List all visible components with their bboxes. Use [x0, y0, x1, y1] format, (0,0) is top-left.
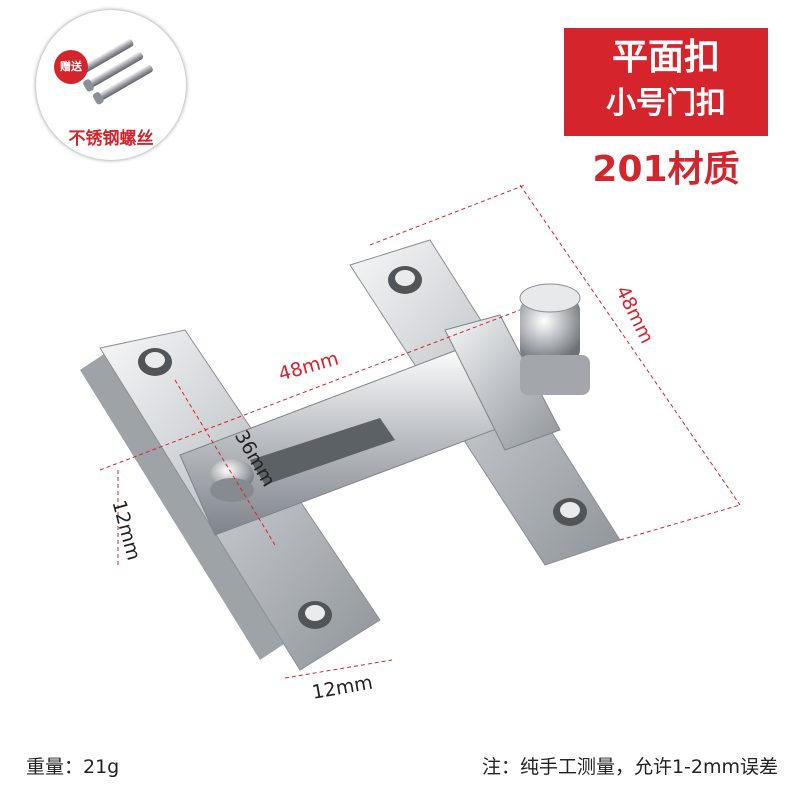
- slot-pin: [210, 459, 254, 502]
- latch-arm: [179, 314, 561, 536]
- title-box: 平面扣 小号门扣: [564, 28, 768, 136]
- material-label: 201材质: [592, 149, 740, 190]
- dim-bottom: 12mm: [310, 672, 374, 704]
- dim-left: 12mm: [108, 498, 145, 563]
- weight-label: 重量：21g: [26, 756, 120, 778]
- gift-screws-badge: 赠送 不锈钢螺丝: [36, 10, 186, 160]
- title-line1: 平面扣: [611, 37, 720, 78]
- dim-right-height: 48mm: [611, 282, 658, 347]
- title-line2: 小号门扣: [606, 86, 726, 121]
- bolt-knob: [519, 283, 590, 395]
- dim-top-width: 48mm: [276, 348, 341, 386]
- gift-label: 不锈钢螺丝: [68, 129, 154, 149]
- measurement-note: 注：纯手工测量，允许1-2mm误差: [481, 756, 778, 778]
- dimension-lines: [99, 184, 741, 679]
- gift-badge: 赠送: [54, 50, 88, 84]
